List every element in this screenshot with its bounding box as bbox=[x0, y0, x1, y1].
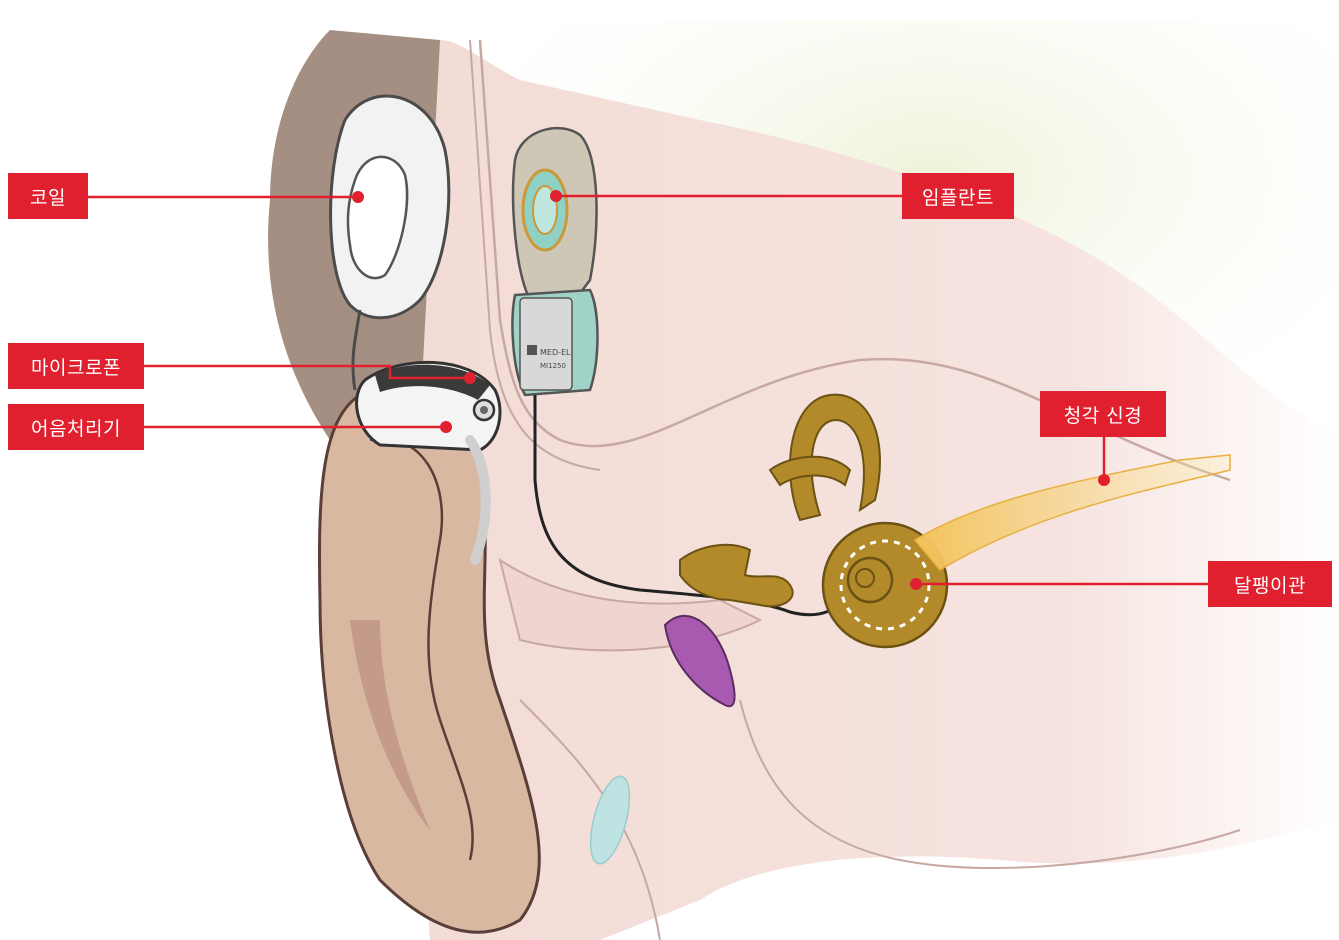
label-microphone: 마이크로폰 bbox=[8, 343, 144, 389]
implant-model: MI1250 bbox=[540, 362, 566, 370]
implant-plate bbox=[520, 298, 572, 390]
label-auditory-nerve: 청각 신경 bbox=[1040, 391, 1166, 437]
leader-dot-cochlea bbox=[910, 578, 922, 590]
label-cochlea: 달팽이관 bbox=[1208, 561, 1332, 607]
leader-dot-coil bbox=[352, 191, 364, 203]
leader-dot-auditory-nerve bbox=[1098, 474, 1110, 486]
label-implant: 임플란트 bbox=[902, 173, 1014, 219]
leader-dot-processor bbox=[440, 421, 452, 433]
leader-dot-implant bbox=[550, 190, 562, 202]
implant-brand: MED-EL bbox=[540, 348, 571, 357]
label-coil: 코일 bbox=[8, 173, 88, 219]
leader-dot-microphone bbox=[464, 372, 476, 384]
label-processor: 어음처리기 bbox=[8, 404, 144, 450]
